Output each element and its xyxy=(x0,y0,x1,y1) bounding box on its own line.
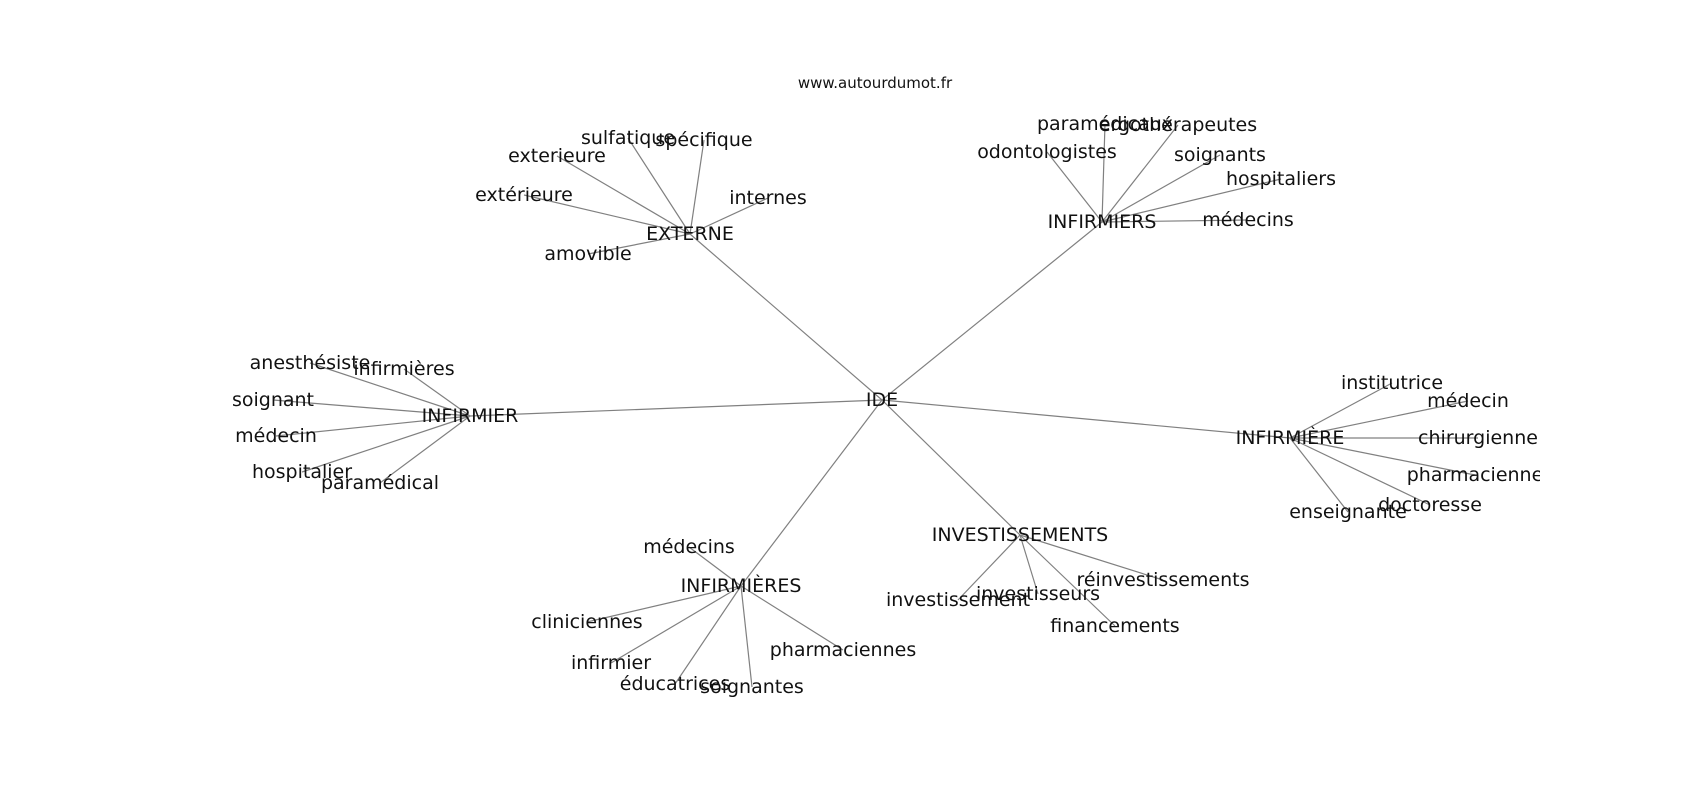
edge-hub-to-leaf xyxy=(1101,123,1106,223)
leaf-node[interactable]: pharmaciennes xyxy=(770,639,916,661)
leaf-node[interactable]: amovible xyxy=(544,243,631,265)
edge-center-to-hub xyxy=(740,399,883,587)
leaf-node[interactable]: internes xyxy=(729,187,807,209)
edge-layer xyxy=(272,123,1478,688)
edge-center-to-hub xyxy=(881,399,1021,536)
leaf-node[interactable]: investisseurs xyxy=(976,583,1100,605)
leaf-node[interactable]: réinvestissements xyxy=(1076,569,1249,591)
edge-hub-to-leaf xyxy=(740,585,753,688)
edge-hub-to-leaf xyxy=(1101,154,1221,223)
leaf-node[interactable]: extérieure xyxy=(475,184,573,206)
edge-hub-to-leaf xyxy=(301,415,471,473)
edge-hub-to-leaf xyxy=(379,415,471,484)
edge-hub-to-leaf xyxy=(688,546,742,587)
edge-hub-to-leaf xyxy=(1289,437,1476,476)
site-watermark: www.autourdumot.fr xyxy=(798,74,953,92)
leaf-node[interactable]: spécifique xyxy=(655,129,752,151)
hub-node[interactable]: INFIRMIÈRES xyxy=(681,574,802,597)
edge-hub-to-leaf xyxy=(1046,151,1103,223)
leaf-node[interactable]: enseignante xyxy=(1289,501,1407,523)
leaf-node[interactable]: sulfatique xyxy=(581,127,675,149)
edge-hub-to-leaf xyxy=(610,585,742,664)
leaf-node[interactable]: médecins xyxy=(643,536,735,558)
edge-hub-to-leaf xyxy=(1289,382,1393,439)
edge-hub-to-leaf xyxy=(1289,437,1431,506)
leaf-node[interactable]: médecin xyxy=(235,425,317,447)
edge-hub-to-leaf xyxy=(272,399,471,417)
leaf-node[interactable]: hospitalier xyxy=(252,461,352,483)
edge-hub-to-leaf xyxy=(1101,219,1249,223)
edge-center-to-hub xyxy=(881,399,1291,439)
edge-hub-to-leaf xyxy=(587,233,691,255)
edge-hub-to-leaf xyxy=(1019,534,1039,595)
leaf-node[interactable]: cliniciennes xyxy=(531,611,642,633)
edge-hub-to-leaf xyxy=(1019,534,1116,627)
edge-hub-to-leaf xyxy=(1289,437,1349,513)
leaf-node[interactable]: pharmacienne xyxy=(1407,464,1544,486)
leaf-node[interactable]: hospitaliers xyxy=(1226,168,1336,190)
edge-hub-to-leaf xyxy=(627,137,691,235)
edge-hub-to-leaf xyxy=(1289,400,1469,439)
edge-hub-to-leaf xyxy=(309,362,471,417)
leaf-node[interactable]: éducatrices xyxy=(620,673,730,695)
center-node[interactable]: IDE xyxy=(866,389,898,411)
edge-hub-to-leaf xyxy=(1019,534,1164,581)
leaf-node[interactable]: investissement xyxy=(886,589,1030,611)
leaf-node[interactable]: financements xyxy=(1050,615,1179,637)
edge-hub-to-leaf xyxy=(275,415,471,437)
edge-hub-to-leaf xyxy=(689,197,769,235)
leaf-node[interactable]: soignant xyxy=(232,389,314,411)
leaf-node[interactable]: doctoresse xyxy=(1378,494,1482,516)
hub-node[interactable]: INVESTISSEMENTS xyxy=(932,524,1109,546)
edge-hub-to-leaf xyxy=(1101,124,1179,223)
leaf-node[interactable]: soignants xyxy=(1174,144,1266,166)
leaf-node[interactable]: exterieure xyxy=(508,145,606,167)
edge-hub-to-leaf xyxy=(586,585,742,623)
leaf-node[interactable]: infirmier xyxy=(571,652,651,674)
leaf-node[interactable]: ergothérapeutes xyxy=(1099,114,1257,136)
edge-center-to-hub xyxy=(469,399,883,417)
leaf-node[interactable]: médecin xyxy=(1427,390,1509,412)
leaf-node[interactable]: paramédical xyxy=(321,472,439,494)
leaf-node[interactable]: soignantes xyxy=(700,676,804,698)
hub-node[interactable]: EXTERNE xyxy=(646,223,734,245)
edge-hub-to-leaf xyxy=(556,155,691,235)
leaf-node[interactable]: chirurgienne xyxy=(1418,427,1538,449)
hub-node[interactable]: INFIRMIER xyxy=(422,405,519,427)
leaf-node[interactable]: médecins xyxy=(1202,209,1294,231)
edge-hub-to-leaf xyxy=(523,194,691,235)
hub-node[interactable]: INFIRMIERS xyxy=(1048,211,1157,233)
edge-hub-to-leaf xyxy=(403,368,471,417)
edge-hub-to-leaf xyxy=(1101,178,1282,223)
edge-hub-to-leaf xyxy=(674,585,742,685)
leaf-node[interactable]: paramédicaux xyxy=(1037,113,1173,135)
hub-node[interactable]: INFIRMIÈRE xyxy=(1236,426,1345,449)
edge-center-to-hub xyxy=(881,221,1103,401)
leaf-node[interactable]: odontologistes xyxy=(977,141,1117,163)
leaf-node[interactable]: infirmières xyxy=(353,358,454,380)
leaf-node[interactable]: institutrice xyxy=(1341,372,1443,394)
edge-hub-to-leaf xyxy=(689,139,705,235)
edge-hub-to-leaf xyxy=(740,585,844,651)
edge-center-to-hub xyxy=(689,233,883,401)
leaf-node[interactable]: anesthésiste xyxy=(250,352,371,374)
edge-hub-to-leaf xyxy=(957,534,1021,601)
